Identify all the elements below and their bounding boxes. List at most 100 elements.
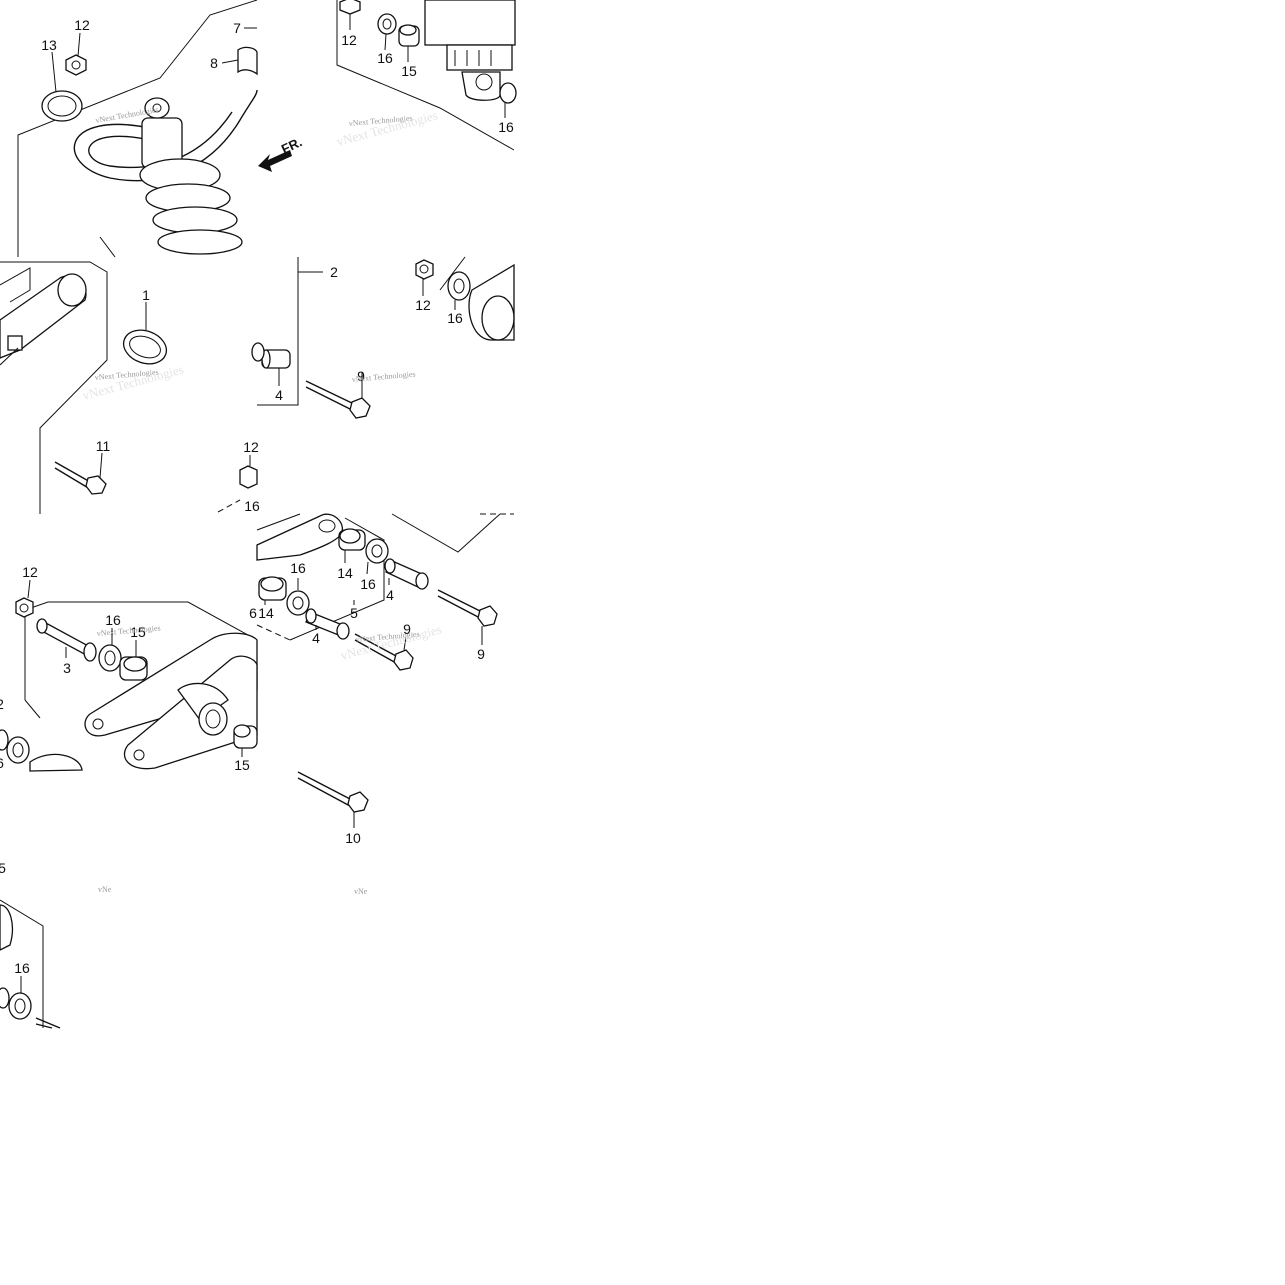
- assembly-outline: [0, 899, 44, 1028]
- bushing-collar: [233, 724, 251, 738]
- bolt-shank: [305, 386, 355, 412]
- callout-2: 2: [0, 696, 4, 712]
- needle-bearing: [371, 544, 383, 558]
- leader-line: [221, 59, 239, 64]
- bolt-shank: [354, 639, 397, 664]
- watermark: vNext Technologies: [339, 622, 443, 663]
- needle-bearing: [8, 992, 32, 1020]
- hex-bolt-head: [347, 791, 369, 813]
- reservoir-hose-end: [0, 347, 19, 366]
- needle-bearing: [14, 998, 26, 1014]
- hex-bolt-head: [393, 649, 414, 671]
- linkage-arm-hole: [318, 519, 336, 533]
- needle-bearing: [499, 82, 517, 104]
- shock-arm-hole: [92, 718, 104, 730]
- callout-12: 12: [74, 17, 90, 33]
- tile-bolt: 10 vNe: [297, 771, 369, 896]
- bolt-shank: [54, 467, 91, 490]
- reservoir-hose: [88, 111, 233, 169]
- shock-spring: [152, 206, 238, 234]
- hex-bolt-head: [349, 397, 371, 419]
- assembly-outline: [336, 0, 515, 151]
- callout-16: 16: [14, 960, 30, 976]
- tile-shock-mount: 2 4 9 12 16 vNext Technologies: [251, 256, 515, 419]
- callout-6: 6: [249, 605, 257, 621]
- reservoir-bracket: [0, 267, 31, 303]
- leader-line: [77, 32, 81, 57]
- dust-seal-collar: [339, 528, 361, 544]
- needle-bearing: [98, 644, 122, 672]
- callout-9: 9: [477, 646, 485, 662]
- pivot-collar: [83, 642, 97, 662]
- tile-linkage-lower: 5 16 vNe: [0, 860, 112, 1029]
- shock-spring: [157, 229, 243, 255]
- shock-mount-bore: [481, 295, 515, 341]
- flange-nut: [419, 264, 429, 274]
- assembly-outline: [439, 256, 466, 291]
- pivot-collar: [384, 558, 396, 574]
- callout-15: 15: [234, 757, 250, 773]
- leader-line: [366, 561, 369, 575]
- needle-bearing: [286, 590, 310, 616]
- callout-16: 16: [290, 560, 306, 576]
- callout-11: 11: [96, 438, 111, 454]
- bolt-shank: [437, 595, 481, 619]
- flange-nut: [339, 0, 361, 15]
- shock-arm-boss: [177, 682, 229, 721]
- bolt-shank: [437, 589, 483, 613]
- bolt-shank: [305, 380, 357, 406]
- callout-5: 5: [350, 605, 358, 621]
- hex-bolt-head: [477, 605, 498, 627]
- callout-2: 2: [330, 264, 338, 280]
- callout-16: 16: [447, 310, 463, 326]
- tile-shock-lower-body: 12 16 15 16 vNext Technologies vNext Tec…: [335, 0, 517, 151]
- callout-1: 1: [142, 287, 150, 303]
- callout-14: 14: [258, 605, 274, 621]
- shock-arm-bore: [205, 709, 221, 729]
- bolt-shank: [54, 461, 93, 484]
- watermark: vNext Technologies: [81, 362, 185, 403]
- callout-16: 16: [360, 576, 376, 592]
- flange-nut: [15, 597, 34, 618]
- callout-12: 12: [22, 564, 38, 580]
- bushing-collar: [399, 24, 417, 36]
- assembly-outline: [17, 0, 258, 257]
- tile-linkage: 16 14 16 14 4 5 4 9 9 vNext Technologies…: [256, 513, 514, 671]
- assembly-outline: [24, 601, 258, 700]
- needle-bearing: [251, 342, 265, 362]
- reservoir-band-clamp: [129, 335, 161, 359]
- watermark-fragment: vNe: [354, 887, 368, 896]
- bolt-shank: [354, 633, 399, 658]
- callout-16: 16: [377, 50, 393, 66]
- shock-lower-clevis: [461, 71, 501, 101]
- flange-nut: [19, 603, 29, 613]
- pivot-collar: [336, 622, 350, 640]
- callout-8: 8: [210, 55, 218, 71]
- pivot-collar: [415, 572, 429, 590]
- shock-arm-plate: [123, 655, 258, 770]
- needle-bearing: [377, 13, 397, 35]
- callout-4: 4: [312, 630, 320, 646]
- callout-5: 5: [0, 860, 6, 876]
- callout-14: 14: [337, 565, 353, 581]
- needle-bearing: [6, 736, 30, 764]
- callout-12: 12: [243, 439, 259, 455]
- needle-bearing: [447, 271, 471, 301]
- flange-nut: [415, 259, 434, 280]
- needle-bearing: [292, 596, 304, 610]
- callout-16: 16: [244, 498, 260, 514]
- bolt-shank: [35, 1023, 53, 1029]
- callout-15: 15: [401, 63, 417, 79]
- shock-lower-mount: [29, 753, 83, 772]
- bolt-shank: [35, 1017, 61, 1029]
- callout-13: 13: [41, 37, 57, 53]
- flange-nut: [239, 465, 258, 489]
- tile-reservoir: 1 11 12 16 vNext Technologies vNext Tech…: [0, 261, 260, 514]
- needle-bearing: [365, 538, 389, 564]
- callout-9: 9: [403, 621, 411, 637]
- reservoir-fitting: [7, 335, 23, 351]
- flange-nut: [71, 60, 81, 70]
- bolt-shank: [297, 777, 351, 807]
- front-direction-arrow: [258, 150, 292, 172]
